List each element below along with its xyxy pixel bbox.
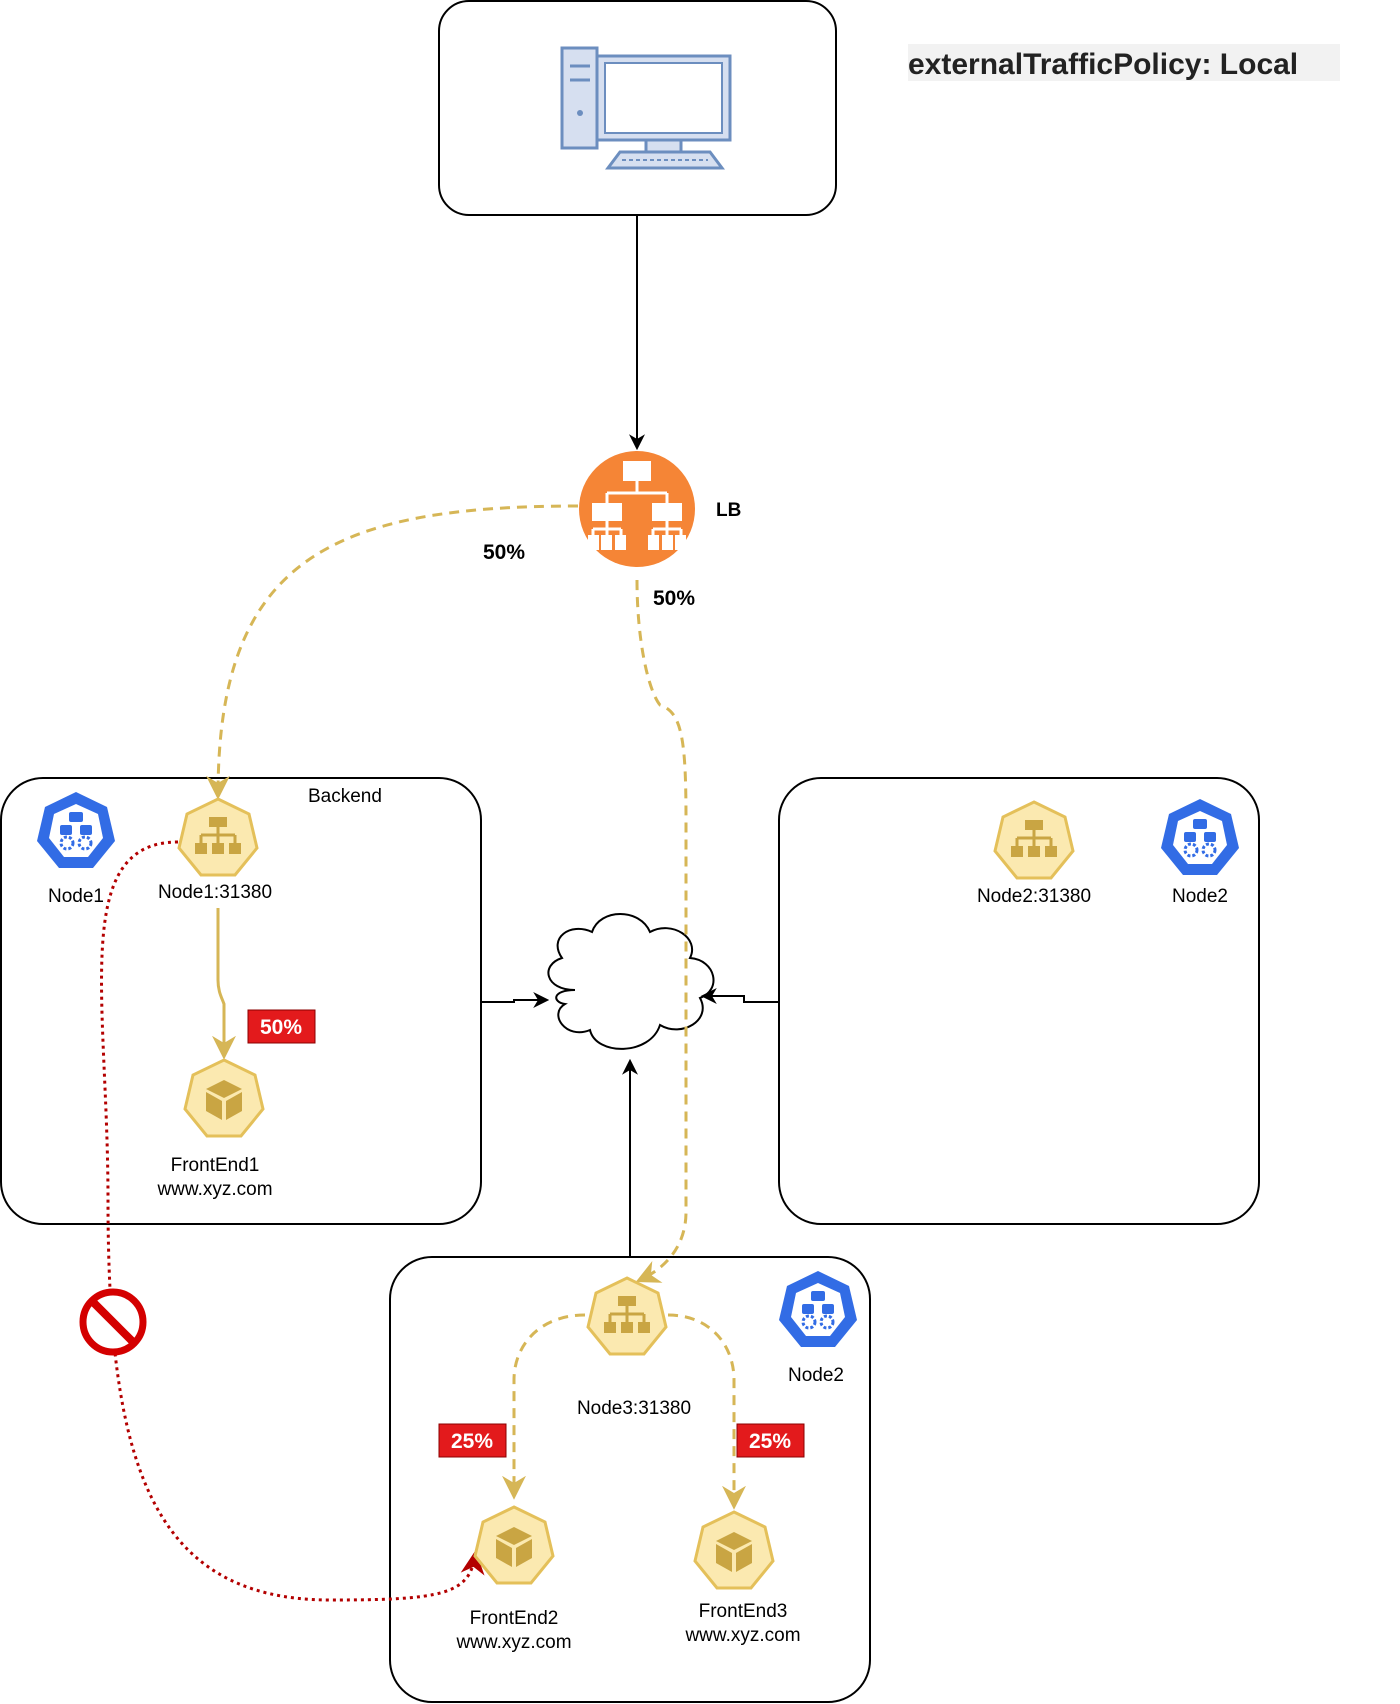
frontend2-share-badge [438,1423,507,1458]
node1-svc-to-frontend1-flow [212,908,236,1060]
no-entry-icon [79,1288,147,1356]
node1-to-cloud-arrow [481,992,550,1008]
frontend2-share-text: 25% [451,1430,493,1453]
frontend1-name: FrontEnd1 [171,1155,260,1176]
node2-label: Node2 [1172,886,1228,907]
node2-service-label: Node2:31380 [977,886,1091,907]
cloud-icon [547,913,715,1050]
frontend1-share-text: 50% [260,1016,302,1039]
blocked-cross-node-flow [100,840,485,1602]
node3-label: Node2 [788,1365,844,1386]
lb-left-share: 50% [483,541,525,564]
node1-service-label: Node1:31380 [158,882,272,903]
frontend3-share-text: 25% [749,1430,791,1453]
backend-group-label: Backend [308,786,382,807]
node3-service-label: Node3:31380 [577,1398,691,1419]
load-balancer-icon [579,451,695,567]
lb-to-node3-flow [635,579,688,1283]
node2-to-cloud-arrow [700,988,779,1004]
lb-right-share: 50% [653,587,695,610]
frontend1-share-badge [247,1009,316,1044]
node1-label: Node1 [48,886,104,907]
node3-svc-to-frontend3-flow [667,1313,746,1510]
title-background [908,44,1340,81]
frontend3-host: www.xyz.com [684,1625,800,1646]
frontend3-name: FrontEnd3 [699,1601,788,1622]
frontend2-host: www.xyz.com [455,1632,571,1653]
frontend2-name: FrontEnd2 [470,1608,559,1629]
frontend3-share-badge [736,1423,805,1458]
diagram-title: externalTrafficPolicy: Local [908,48,1298,81]
lb-label: LB [716,500,741,521]
frontend1-host: www.xyz.com [156,1179,272,1200]
node3-svc-to-frontend2-flow [502,1313,586,1500]
computer-icon [560,46,732,170]
